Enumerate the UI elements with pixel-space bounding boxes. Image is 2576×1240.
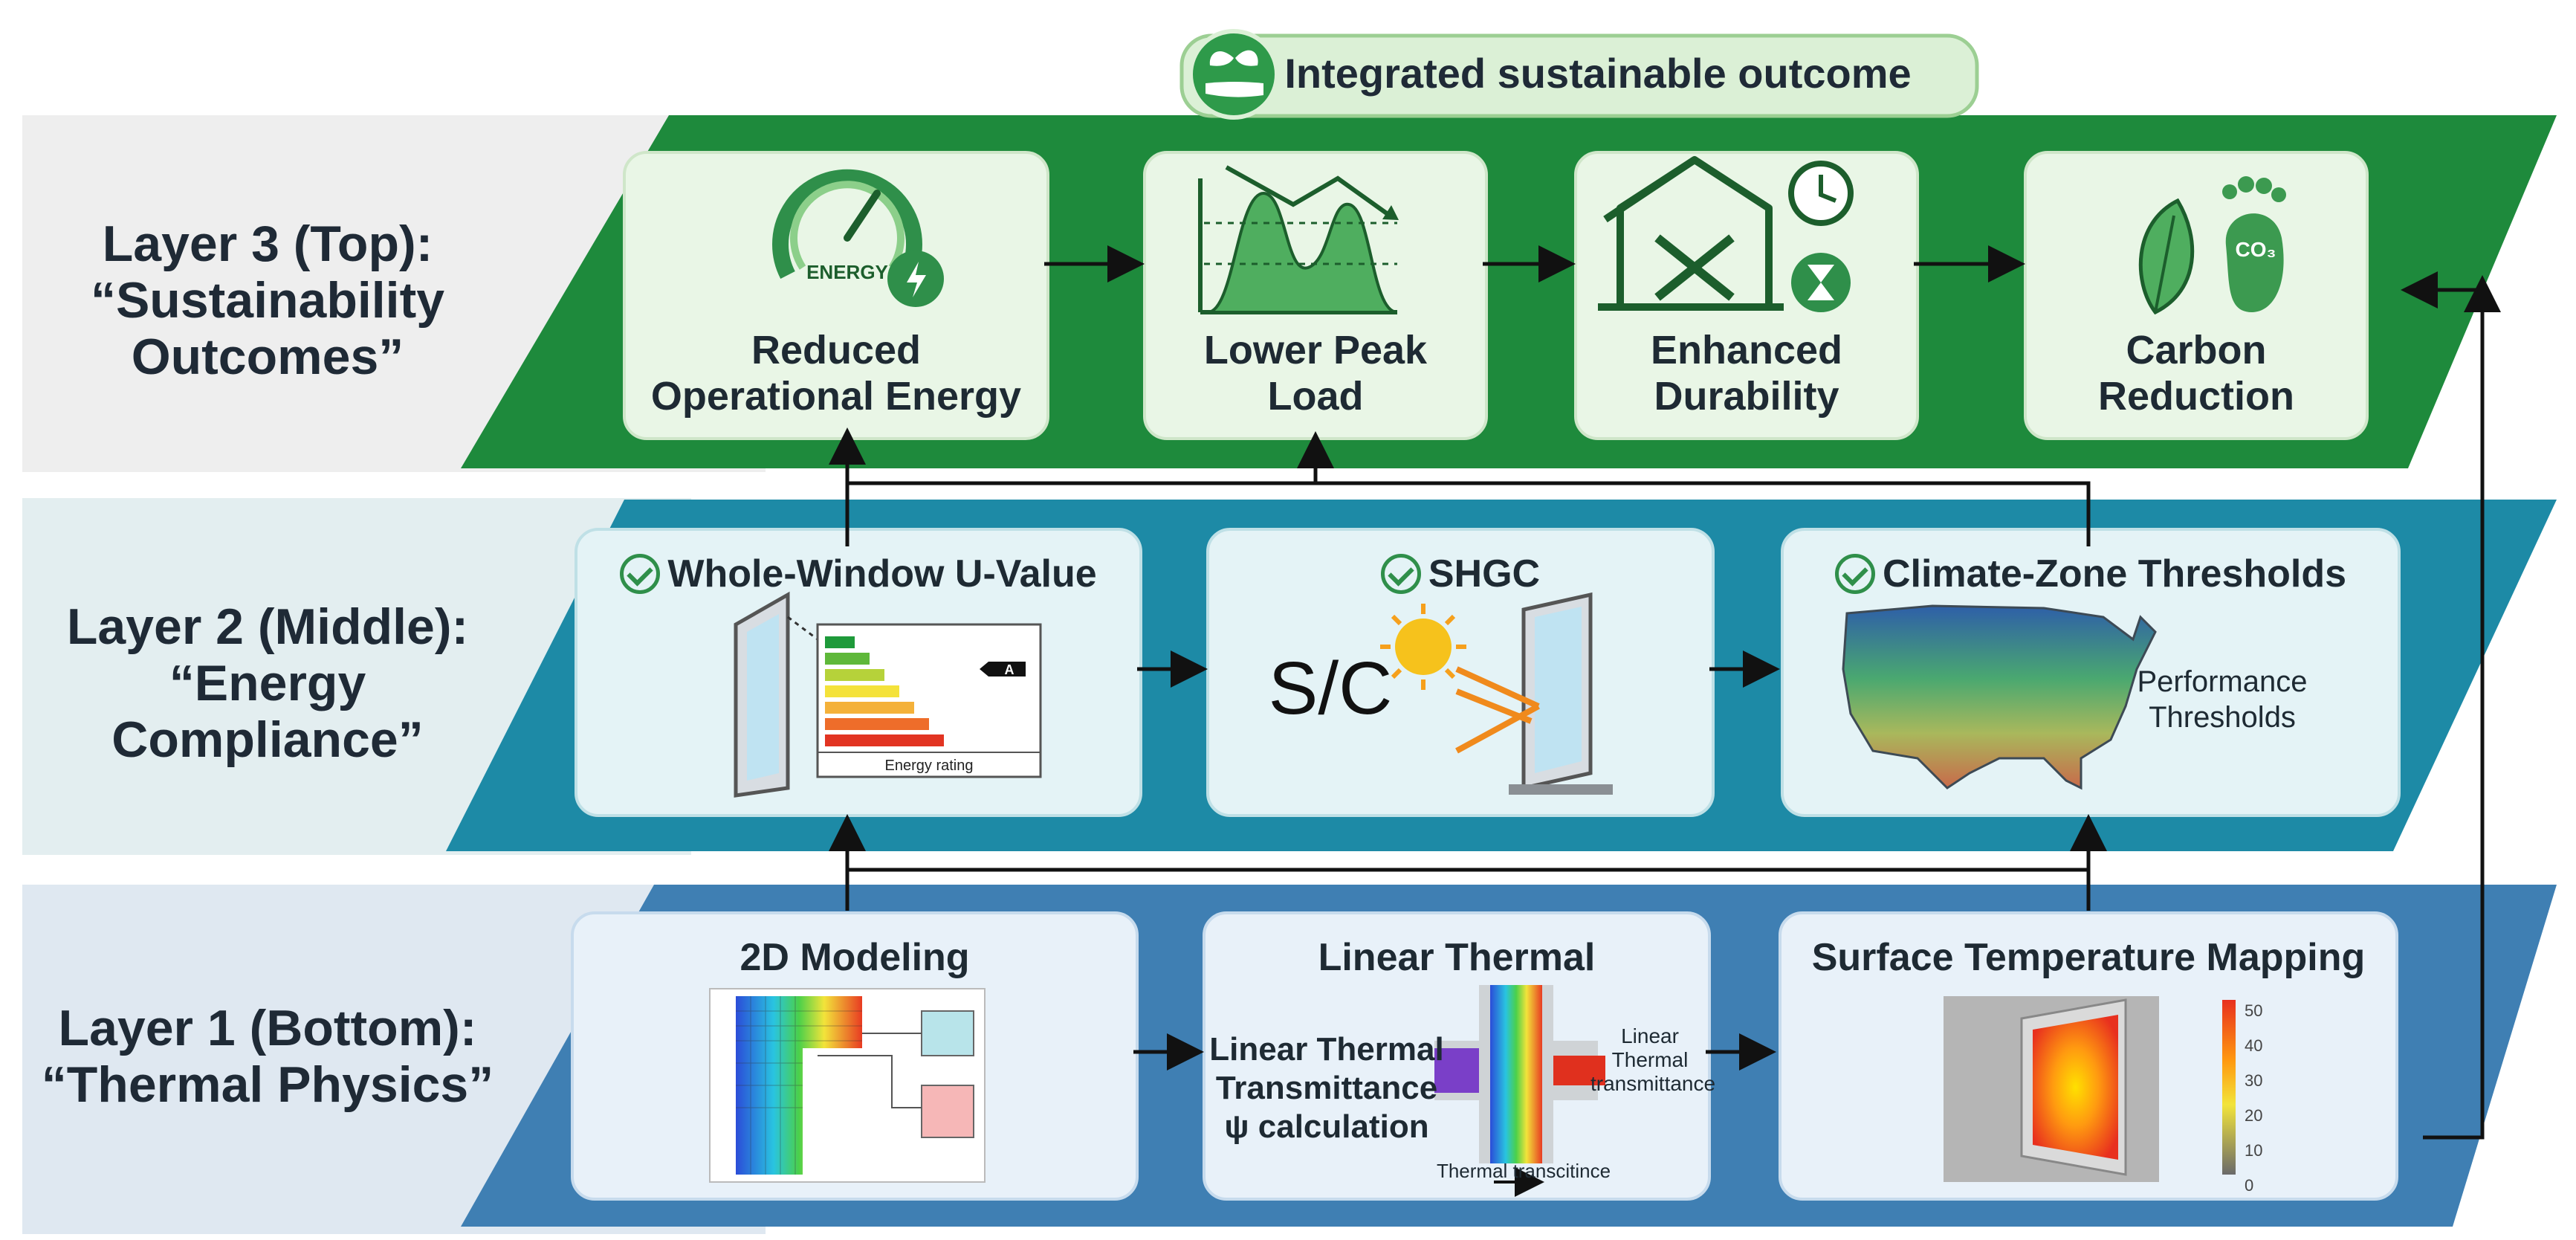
card-linear-thermal: Linear Thermal Linear Thermal Transmitta… [1204,913,1716,1199]
us-climate-map-icon: Performance Thresholds [1842,604,2308,790]
house-tools-icon [1598,156,1854,312]
sun-window-icon: S/C [1269,592,1613,795]
card-surface-temperature-mapping: Surface Temperature Mapping 50 40 30 20 … [1780,913,2397,1199]
temperature-heatmap-icon [1944,996,2236,1182]
card-climate-zone-thresholds: Climate-Zone Thresholds [1782,529,2399,816]
connector-l1-to-l2-a [829,814,2091,911]
card-title: 2D Modeling [740,936,970,979]
connectors [829,245,2501,1140]
svg-text:Thresholds: Thresholds [2149,701,2296,734]
card-shgc: SHGC [1208,529,1713,816]
temperature-scale-labels: 50 40 30 20 10 0 [2245,993,2274,1203]
layer2-label: Layer 2 (Middle): “Energy Compliance” [66,598,469,768]
check-circle-icon [1380,554,1421,594]
card-2d-modeling: 2D Modeling [572,913,1137,1199]
plant-hand-icon [1188,29,1279,120]
card-whole-window-u-value: Whole-Window U-Value [576,529,1141,816]
peak-load-chart-icon [1198,165,1399,314]
svg-text:CO₃: CO₃ [2236,238,2276,261]
card-background [2024,151,2369,440]
linear-thermal-side-label: Linear Thermal transmittance [1590,1024,1716,1095]
scale-label: 10 [2245,1141,2263,1160]
scale-label: 30 [2245,1071,2263,1090]
leaf-footprint-icon: CO₃ [2138,176,2286,315]
layer1-label: Layer 1 (Bottom): “Thermal Physics” [41,1000,494,1113]
integrated-outcome-label: Integrated sustainable outcome [1284,50,1911,97]
check-circle-icon [620,554,661,594]
card-title: SHGC [1208,552,1713,596]
scale-label: 20 [2245,1106,2263,1125]
svg-text:A: A [1005,662,1014,677]
connector-l2-to-l3-a [829,427,2091,546]
linear-thermal-calc-label: Linear Thermal Transmittance ψ calculati… [1209,1031,1444,1145]
svg-text:Energy rating: Energy rating [885,758,974,774]
check-circle-icon [1834,554,1875,594]
svg-text:S/C: S/C [1269,647,1393,730]
energy-gauge-icon: ENERGY [772,169,944,307]
svg-text:Performance: Performance [2138,665,2308,698]
scale-label: 50 [2245,1001,2263,1020]
card-title: Surface Temperature Mapping [1811,936,2366,979]
svg-text:ENERGY: ENERGY [806,261,888,283]
card-title: Linear Thermal [1318,936,1596,979]
scale-label: 0 [2245,1176,2254,1195]
card-title: Whole-Window U-Value [576,552,1141,596]
thermal-bridge-icon [1434,985,1605,1197]
thermal-mesh-model-icon [709,988,986,1183]
connector-l1-to-l3-side [2401,271,2485,1140]
window-energy-label-icon: A Energy rating [734,591,1042,798]
card-title: Climate-Zone Thresholds [1782,552,2399,596]
layer3-label: Layer 3 (Top): “Sustainability Outcomes” [90,216,445,385]
thermal-transcitince-caption: Thermal transcitince [1436,1160,1611,1182]
scale-label: 40 [2245,1036,2263,1055]
integrated-outcome-banner [1179,33,1979,118]
